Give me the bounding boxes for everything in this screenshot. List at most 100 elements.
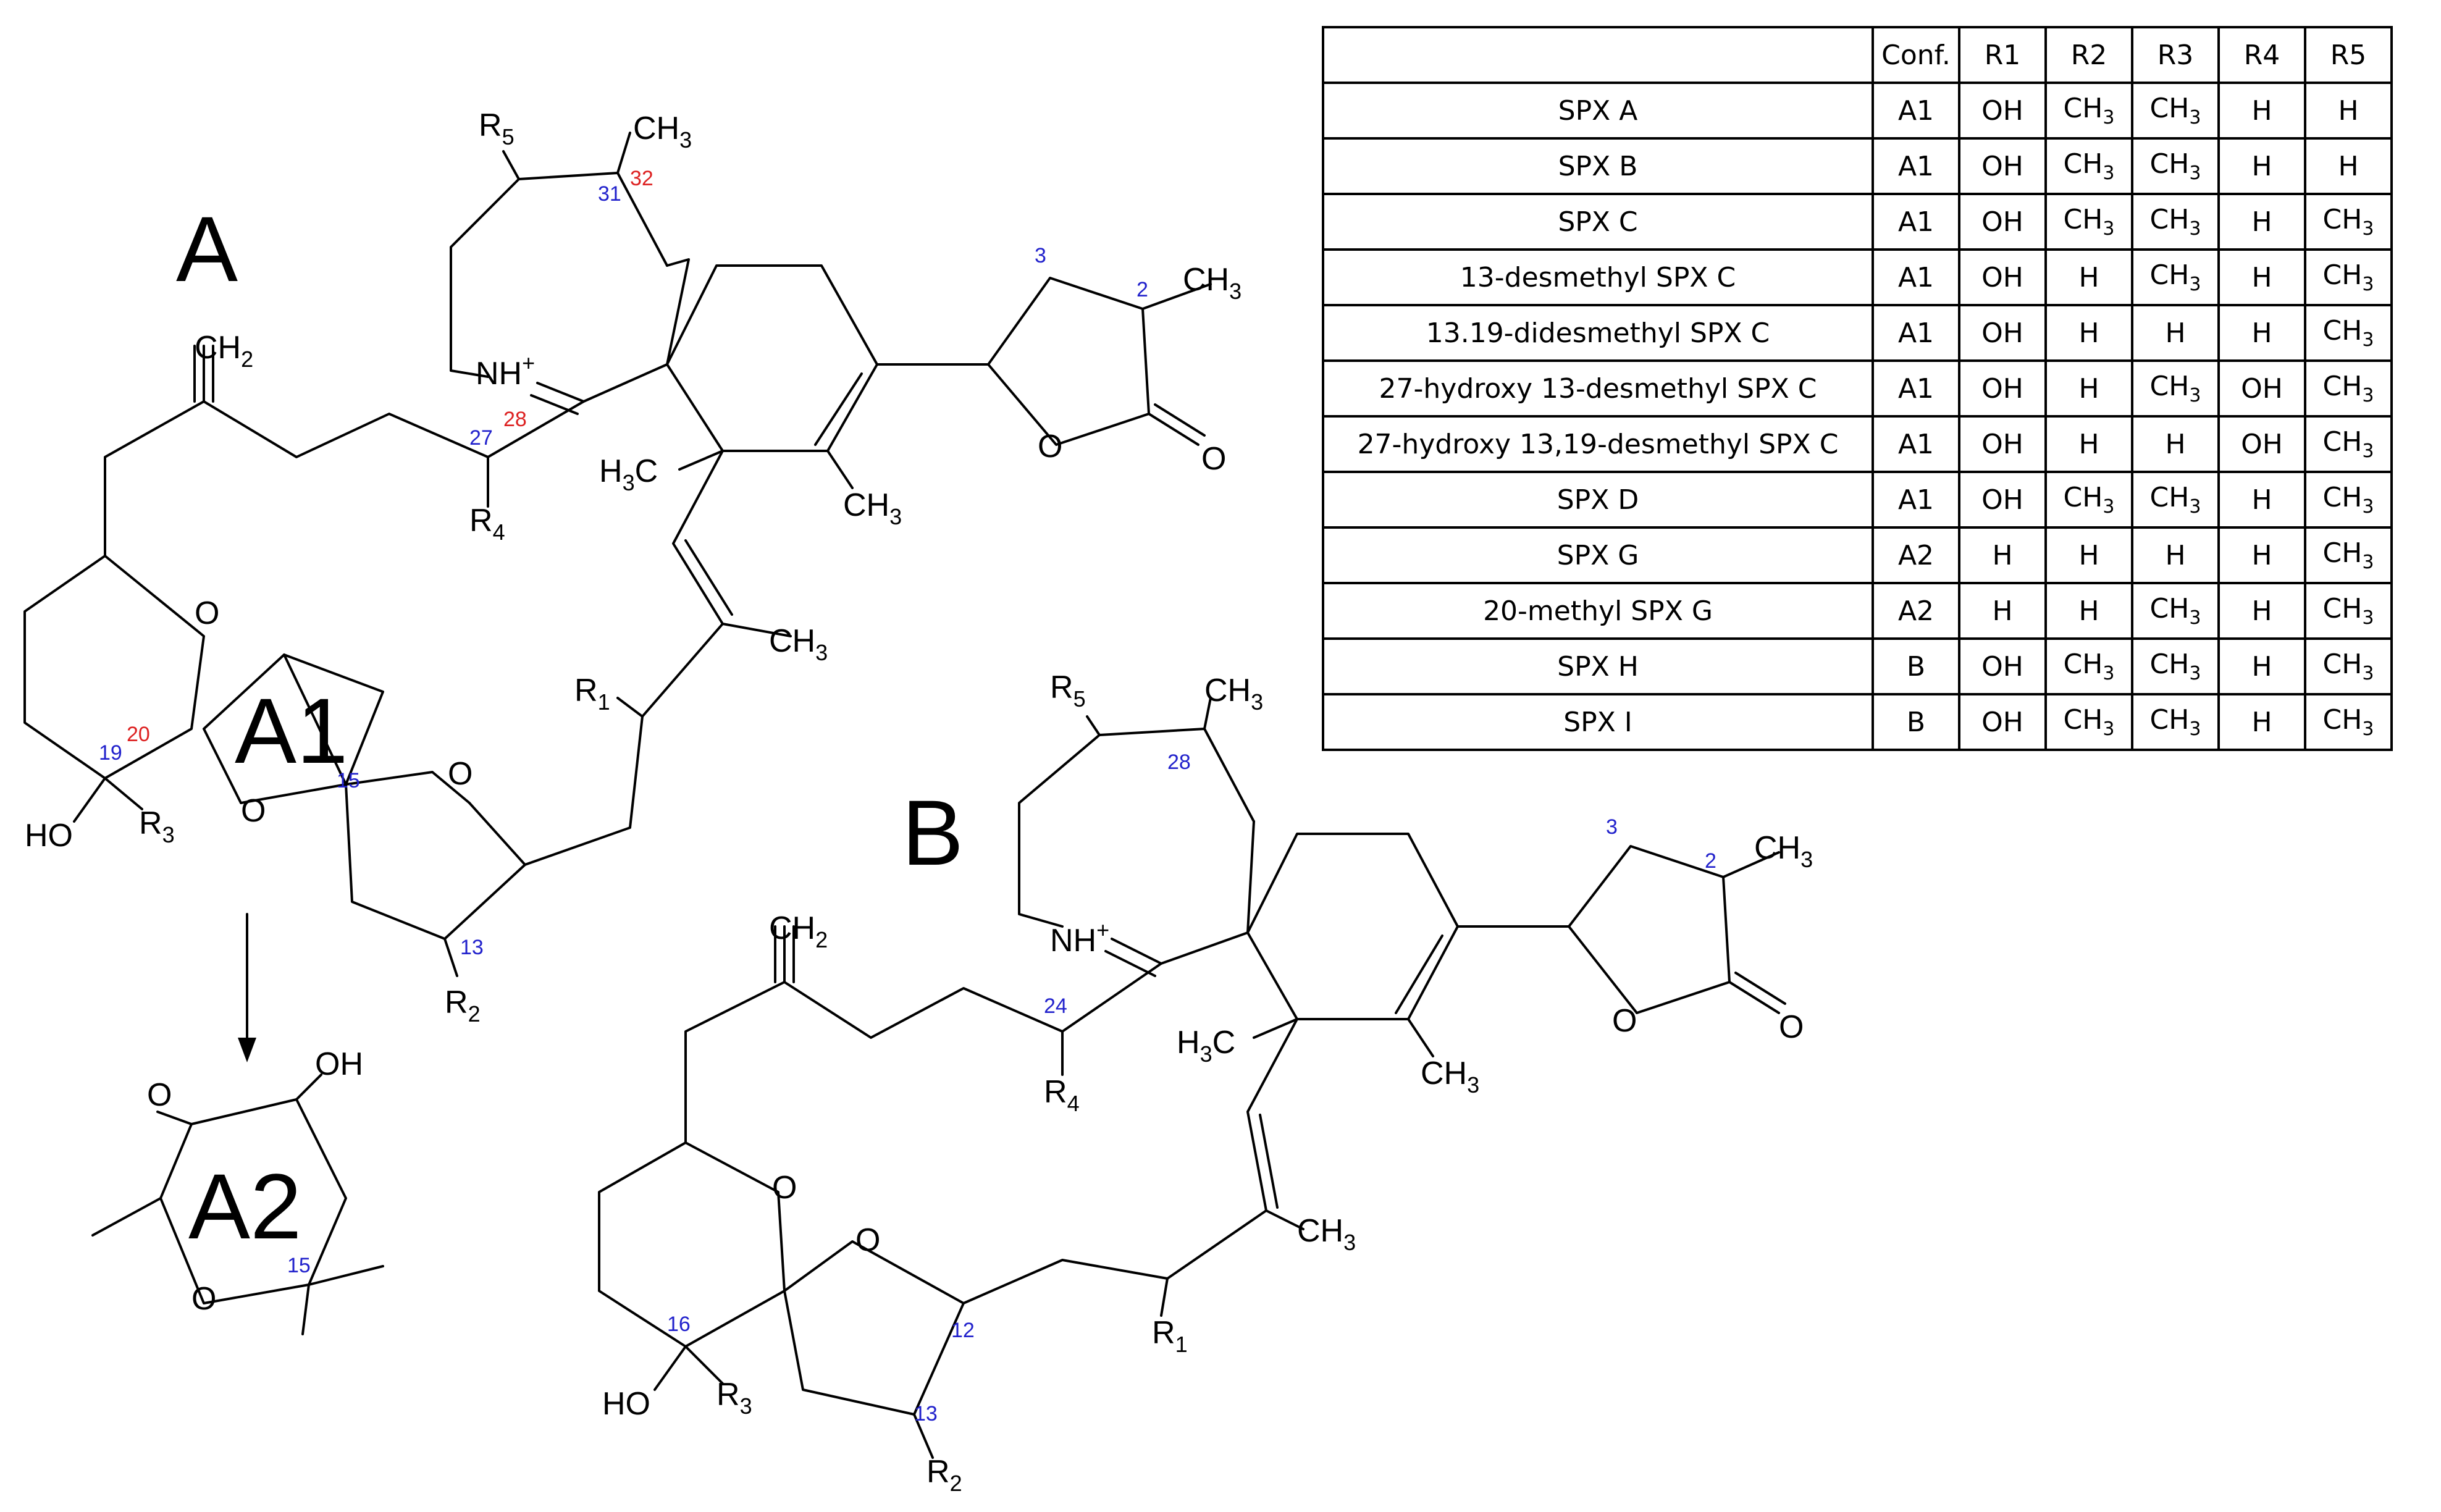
table-header-row: Conf. R1 R2 R3 R4 R5 — [1322, 26, 2393, 84]
cell-conf: A1 — [1872, 359, 1960, 418]
svg-text:15: 15 — [337, 769, 360, 792]
svg-text:27: 27 — [469, 426, 493, 450]
cell-r1: OH — [1958, 693, 2047, 751]
svg-text:HO: HO — [25, 818, 73, 854]
cell-conf: A1 — [1872, 137, 1960, 195]
svg-text:H3C: H3C — [1177, 1025, 1235, 1067]
cell-r3: H — [2131, 304, 2220, 362]
svg-text:19: 19 — [99, 741, 122, 765]
svg-text:O: O — [1038, 429, 1062, 464]
cell-r4: H — [2217, 582, 2306, 640]
svg-text:R1: R1 — [574, 673, 610, 715]
cell-name: SPX D — [1322, 471, 1874, 529]
cell-r4: H — [2217, 471, 2306, 529]
svg-text:O: O — [147, 1077, 172, 1113]
cell-r3: CH3 — [2131, 193, 2220, 251]
svg-text:R2: R2 — [926, 1454, 962, 1496]
header-cell-r1: R1 — [1958, 26, 2047, 84]
svg-text:CH3: CH3 — [1421, 1056, 1479, 1098]
cell-r3: CH3 — [2131, 693, 2220, 751]
cell-conf: A1 — [1872, 82, 1960, 140]
svg-text:15: 15 — [287, 1254, 311, 1277]
cell-r2: H — [2044, 582, 2133, 640]
cell-r4: H — [2217, 526, 2306, 584]
header-cell-r3: R3 — [2131, 26, 2220, 84]
cell-r2: CH3 — [2044, 193, 2133, 251]
cell-r4: H — [2217, 693, 2306, 751]
cell-r5: H — [2304, 82, 2393, 140]
cell-r1: OH — [1958, 304, 2047, 362]
svg-text:20: 20 — [127, 723, 150, 746]
cell-r5: H — [2304, 137, 2393, 195]
panel-label-a: A — [176, 197, 238, 301]
svg-text:O: O — [1612, 1003, 1637, 1039]
cell-r3: CH3 — [2131, 359, 2220, 418]
cell-conf: B — [1872, 637, 1960, 695]
svg-text:CH3: CH3 — [1204, 673, 1263, 715]
cell-r2: H — [2044, 415, 2133, 473]
svg-text:2: 2 — [1705, 849, 1716, 873]
cell-r1: OH — [1958, 415, 2047, 473]
cell-r4: H — [2217, 137, 2306, 195]
svg-text:O: O — [448, 756, 473, 792]
cell-r4: H — [2217, 193, 2306, 251]
svg-text:CH3: CH3 — [769, 623, 828, 665]
header-cell-r4: R4 — [2217, 26, 2306, 84]
panel-label-a2: A2 — [188, 1154, 301, 1258]
cell-r3: CH3 — [2131, 471, 2220, 529]
svg-text:CH3: CH3 — [1183, 262, 1242, 304]
cell-conf: A1 — [1872, 415, 1960, 473]
cell-r2: H — [2044, 526, 2133, 584]
cell-r3: CH3 — [2131, 637, 2220, 695]
cell-r5: CH3 — [2304, 526, 2393, 584]
svg-text:R5: R5 — [479, 107, 515, 149]
cell-r5: CH3 — [2304, 193, 2393, 251]
svg-text:O: O — [195, 595, 219, 631]
cell-r3: H — [2131, 415, 2220, 473]
cell-name: 13-desmethyl SPX C — [1322, 248, 1874, 306]
svg-text:16: 16 — [667, 1312, 691, 1336]
svg-text:13: 13 — [460, 936, 484, 959]
panel-label-a1: A1 — [235, 679, 348, 783]
svg-text:CH3: CH3 — [843, 487, 902, 529]
svg-text:31: 31 — [598, 182, 621, 206]
cell-r1: OH — [1958, 137, 2047, 195]
svg-text:O: O — [241, 793, 266, 829]
cell-conf: A1 — [1872, 471, 1960, 529]
cell-name: 27-hydroxy 13,19-desmethyl SPX C — [1322, 415, 1874, 473]
cell-conf: A1 — [1872, 248, 1960, 306]
svg-text:CH3: CH3 — [1297, 1213, 1356, 1255]
svg-text:H3C: H3C — [599, 453, 658, 495]
header-cell-r5: R5 — [2304, 26, 2393, 84]
cell-name: SPX H — [1322, 637, 1874, 695]
header-cell-name — [1322, 26, 1874, 84]
cell-name: SPX G — [1322, 526, 1874, 584]
cell-r2: CH3 — [2044, 637, 2133, 695]
cell-r5: CH3 — [2304, 415, 2393, 473]
cell-r5: CH3 — [2304, 304, 2393, 362]
svg-text:OH: OH — [315, 1046, 363, 1082]
svg-text:R3: R3 — [139, 805, 175, 847]
cell-r2: H — [2044, 359, 2133, 418]
cell-name: SPX B — [1322, 137, 1874, 195]
cell-r5: CH3 — [2304, 471, 2393, 529]
cell-r3: CH3 — [2131, 582, 2220, 640]
svg-text:CH3: CH3 — [633, 111, 692, 153]
header-cell-conf: Conf. — [1872, 26, 1960, 84]
cell-r4: H — [2217, 82, 2306, 140]
cell-r4: H — [2217, 637, 2306, 695]
cell-r5: CH3 — [2304, 359, 2393, 418]
cell-name: 13.19-didesmethyl SPX C — [1322, 304, 1874, 362]
svg-text:24: 24 — [1044, 994, 1067, 1018]
svg-text:13: 13 — [914, 1402, 938, 1426]
svg-text:R2: R2 — [445, 985, 481, 1027]
cell-r1: H — [1958, 582, 2047, 640]
